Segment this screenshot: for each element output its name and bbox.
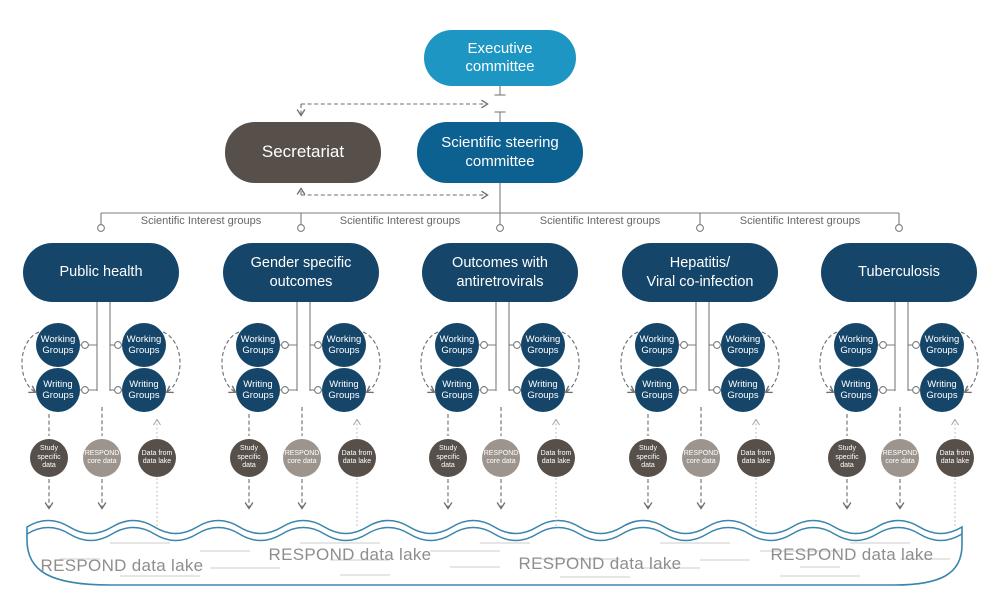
writing-groups-node: Writing Groups xyxy=(435,368,479,412)
respond-core-data-node: RESPOND core data xyxy=(283,439,321,477)
secretariat-box: Secretariat xyxy=(225,122,381,183)
study-specific-data-node: Study specific data xyxy=(629,439,667,477)
writing-groups-node: Writing Groups xyxy=(122,368,166,412)
executive-steering-connector xyxy=(494,85,506,122)
scientific-interest-groups-label: Scientific Interest groups xyxy=(339,215,461,227)
data-lake-label: RESPOND data lake xyxy=(770,545,934,564)
data-lake-label: RESPOND data lake xyxy=(518,554,682,573)
working-groups-node: Working Groups xyxy=(521,323,565,367)
working-groups-node: Working Groups xyxy=(36,323,80,367)
data-lake-shape xyxy=(26,519,963,586)
data-from-data-lake-node: Data from data lake xyxy=(537,439,575,477)
working-groups-node: Working Groups xyxy=(435,323,479,367)
writing-groups-node: Writing Groups xyxy=(834,368,878,412)
data-lake-label: RESPOND data lake xyxy=(40,556,204,575)
working-groups-node: Working Groups xyxy=(322,323,366,367)
respond-core-data-node: RESPOND core data xyxy=(83,439,121,477)
secretariat-links xyxy=(296,99,489,200)
working-groups-node: Working Groups xyxy=(834,323,878,367)
scientific-interest-groups-label: Scientific Interest groups xyxy=(739,215,861,227)
group-box-public-health: Public health xyxy=(23,243,179,302)
writing-groups-node: Writing Groups xyxy=(920,368,964,412)
scientific-interest-groups-label: Scientific Interest groups xyxy=(539,215,661,227)
working-groups-node: Working Groups xyxy=(635,323,679,367)
writing-groups-node: Writing Groups xyxy=(721,368,765,412)
writing-groups-node: Writing Groups xyxy=(521,368,565,412)
data-from-data-lake-node: Data from data lake xyxy=(138,439,176,477)
writing-groups-node: Writing Groups xyxy=(322,368,366,412)
writing-groups-node: Writing Groups xyxy=(635,368,679,412)
scientific-steering-committee-box: Scientific steering committee xyxy=(417,122,583,183)
data-from-data-lake-node: Data from data lake xyxy=(936,439,974,477)
executive-committee-box: Executive committee xyxy=(424,30,576,86)
working-groups-node: Working Groups xyxy=(721,323,765,367)
writing-groups-node: Writing Groups xyxy=(36,368,80,412)
respond-core-data-node: RESPOND core data xyxy=(682,439,720,477)
group-box-gender-specific-outcomes: Gender specific outcomes xyxy=(223,243,379,302)
data-from-data-lake-node: Data from data lake xyxy=(737,439,775,477)
scientific-interest-groups-label: Scientific Interest groups xyxy=(140,215,262,227)
study-specific-data-node: Study specific data xyxy=(230,439,268,477)
data-lake-label: RESPOND data lake xyxy=(268,545,432,564)
study-specific-data-node: Study specific data xyxy=(828,439,866,477)
working-groups-node: Working Groups xyxy=(122,323,166,367)
group-box-tuberculosis: Tuberculosis xyxy=(821,243,977,302)
working-groups-node: Working Groups xyxy=(236,323,280,367)
group-box-hepatitis-viral-co-infection: Hepatitis/ Viral co-infection xyxy=(622,243,778,302)
respond-core-data-node: RESPOND core data xyxy=(482,439,520,477)
group-box-outcomes-with-antiretrovirals: Outcomes with antiretrovirals xyxy=(422,243,578,302)
writing-groups-node: Writing Groups xyxy=(236,368,280,412)
interest-groups-bus xyxy=(97,183,903,232)
respond-core-data-node: RESPOND core data xyxy=(881,439,919,477)
study-specific-data-node: Study specific data xyxy=(429,439,467,477)
working-groups-node: Working Groups xyxy=(920,323,964,367)
data-from-data-lake-node: Data from data lake xyxy=(338,439,376,477)
study-specific-data-node: Study specific data xyxy=(30,439,68,477)
lake-ripples xyxy=(60,542,950,578)
data-lake-inner-wave xyxy=(26,526,963,542)
